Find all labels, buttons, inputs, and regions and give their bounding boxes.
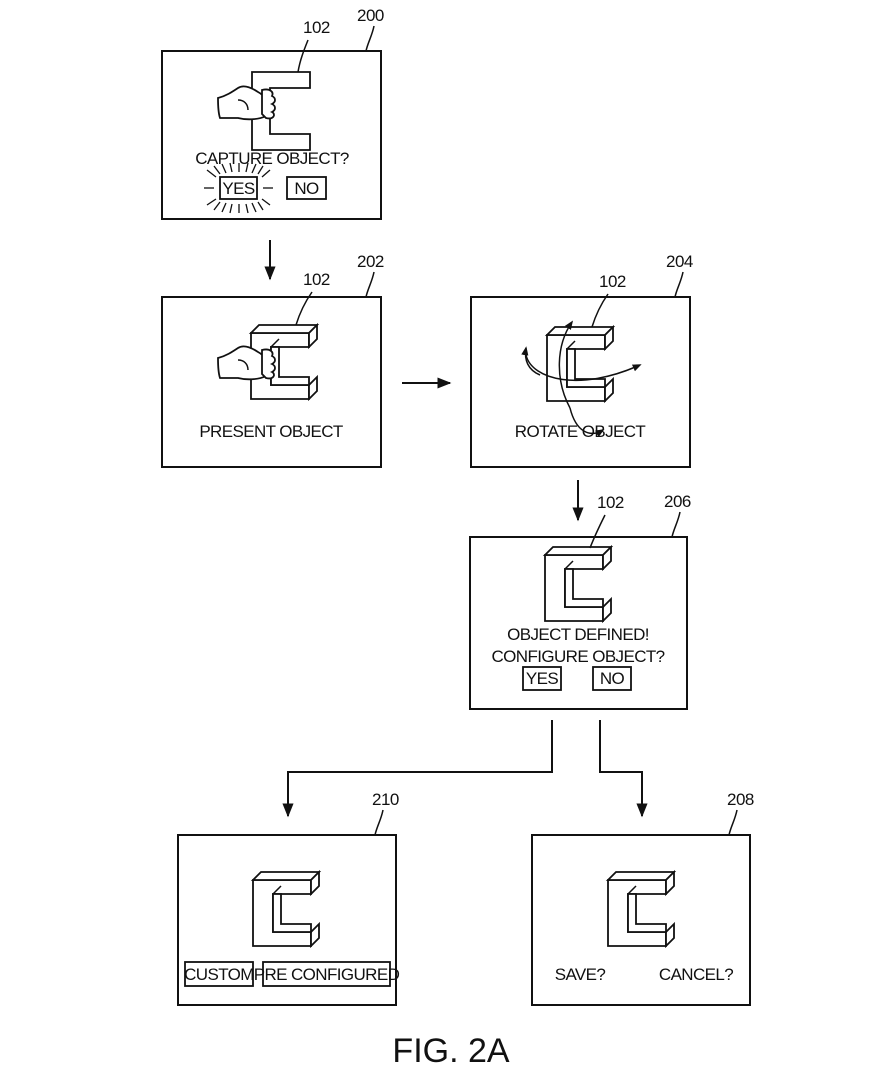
flow-arrow-defined-to-configure: [282, 720, 553, 818]
highlight-rays-icon: [204, 162, 273, 214]
rotation-arrows-icon: [521, 320, 642, 437]
ref-label-102: 102: [597, 493, 624, 512]
ref-leader-102: [295, 291, 313, 326]
svg-text:YES: YES: [222, 179, 254, 198]
ref-label-206: 206: [664, 492, 691, 511]
screen-rotate: 204 102 ROTATE OBJECT: [470, 252, 693, 468]
screen-save-frame: [531, 834, 751, 1006]
ref-leader-206: [671, 511, 681, 538]
ref-label-102: 102: [303, 270, 330, 289]
ref-label-208: 208: [727, 790, 754, 809]
screen-present: 202 102 PRESENT OBJECT: [161, 252, 384, 468]
hand-icon: [217, 345, 276, 381]
screen-defined: 206 102 OBJECT DEFINED! CONFIGURE OBJECT…: [469, 492, 691, 710]
screen-configure: 210 CUSTOM PRE CONFIGURED: [177, 790, 400, 1006]
screen-capture-frame: [161, 50, 382, 220]
svg-text:YES: YES: [526, 669, 558, 688]
preconfigured-button[interactable]: PRE CONFIGURED: [254, 961, 400, 987]
capture-yes-button[interactable]: YES: [219, 176, 258, 200]
screen-save: 208 SAVE? CANCEL?: [531, 790, 754, 1006]
object-icon: [607, 871, 675, 947]
cancel-option[interactable]: CANCEL?: [659, 965, 734, 984]
rotate-prompt: ROTATE OBJECT: [515, 422, 646, 441]
ref-leader-102: [589, 514, 606, 549]
ref-label-204: 204: [666, 252, 693, 271]
save-option[interactable]: SAVE?: [555, 965, 606, 984]
capture-prompt: CAPTURE OBJECT?: [195, 149, 349, 168]
ref-leader-200: [365, 25, 375, 52]
present-prompt: PRESENT OBJECT: [199, 422, 343, 441]
ref-leader-202: [365, 271, 375, 298]
figure-caption: FIG. 2A: [392, 1032, 509, 1070]
screen-present-frame: [161, 296, 382, 468]
object-icon: [252, 871, 320, 947]
defined-prompt-line1: OBJECT DEFINED!: [507, 625, 649, 644]
svg-text:NO: NO: [600, 669, 625, 688]
defined-no-button[interactable]: NO: [592, 666, 632, 691]
screen-configure-frame: [177, 834, 397, 1006]
screen-defined-frame: [469, 536, 688, 710]
flow-arrow-defined-to-save: [599, 720, 648, 818]
svg-text:CUSTOM: CUSTOM: [184, 965, 254, 984]
screen-capture: 200 102 CAPTURE OBJECT? YES: [161, 6, 384, 220]
ref-label-200: 200: [357, 6, 384, 25]
ref-label-102: 102: [303, 18, 330, 37]
defined-prompt-line2: CONFIGURE OBJECT?: [491, 647, 664, 666]
capture-no-button[interactable]: NO: [286, 176, 327, 200]
object-102-icon: [544, 546, 612, 622]
ref-leader-204: [674, 271, 684, 298]
ref-leader-102: [591, 293, 609, 328]
custom-button[interactable]: CUSTOM: [184, 961, 254, 987]
svg-text:PRE CONFIGURED: PRE CONFIGURED: [254, 965, 400, 984]
ref-label-210: 210: [372, 790, 399, 809]
defined-yes-button[interactable]: YES: [522, 666, 562, 691]
ref-leader-102: [297, 39, 309, 73]
ref-leader-208: [728, 809, 738, 836]
object-102-icon: [546, 326, 614, 402]
svg-text:NO: NO: [294, 179, 319, 198]
ref-label-102: 102: [599, 272, 626, 291]
hand-icon: [217, 85, 276, 121]
screen-rotate-frame: [470, 296, 691, 468]
ref-label-202: 202: [357, 252, 384, 271]
ref-leader-210: [374, 809, 384, 836]
